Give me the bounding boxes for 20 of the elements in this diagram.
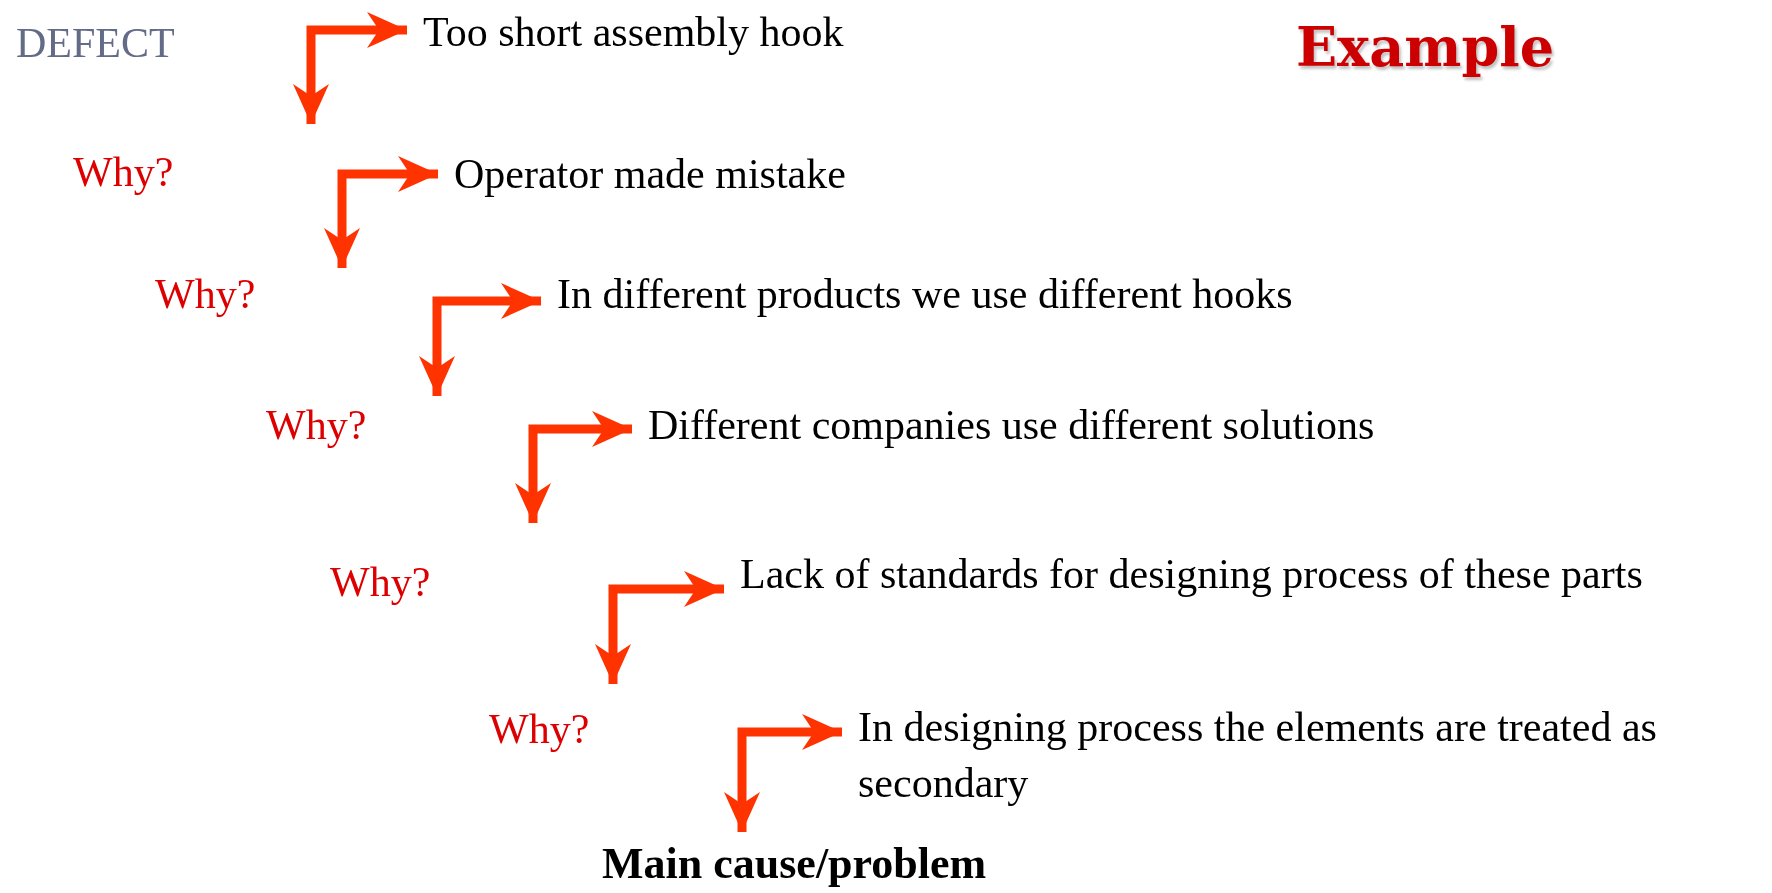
defect-label: DEFECT (16, 19, 175, 68)
answer-text: In different products we use different hooks (557, 266, 1707, 322)
bent-arrow (293, 12, 407, 124)
answer-text: In designing process the elements are treated as secondary (858, 699, 1758, 811)
answer-text: Different companies use different solutions (648, 397, 1748, 453)
answer-text: Operator made mistake (454, 146, 1154, 202)
answer-text: Main cause/problem (602, 836, 1302, 892)
answer-text: Lack of standards for designing process of these parts (740, 546, 1765, 602)
why-question: Why? (330, 558, 431, 607)
bent-arrow (419, 283, 541, 396)
bent-arrow (324, 156, 438, 268)
why-question: Why? (155, 270, 256, 319)
bent-arrow (515, 411, 632, 523)
bent-arrow (724, 714, 842, 832)
answer-text: Too short assembly hook (423, 4, 1123, 60)
why-question: Why? (489, 705, 590, 754)
why-question: Why? (73, 148, 174, 197)
why-question: Why? (266, 401, 367, 450)
title: Example (1294, 18, 1556, 78)
bent-arrow (595, 571, 724, 684)
